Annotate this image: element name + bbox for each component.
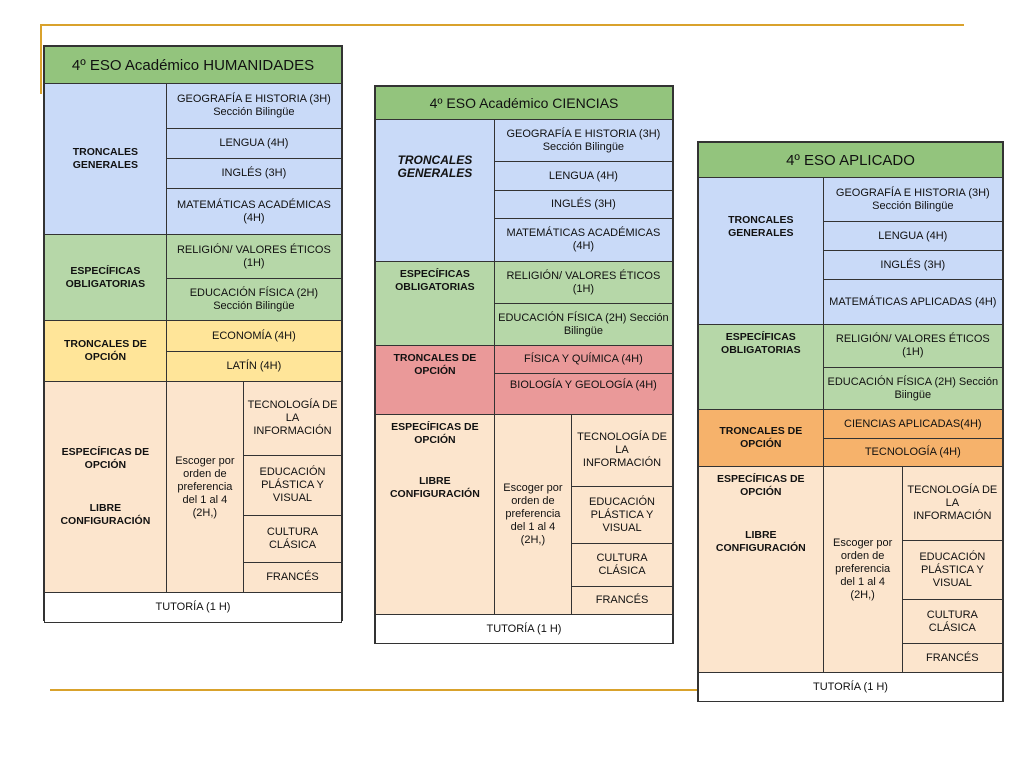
educacion-plastica-cell: EDUCACIÓN PLÁSTICA Y VISUAL [571, 486, 673, 544]
frances-cell: FRANCÉS [571, 586, 673, 615]
religion-cell: RELIGIÓN/ VALORES ÉTICOS (1H) [822, 324, 1004, 368]
opcion-1-cell: FÍSICA Y QUÍMICA (4H) [493, 345, 674, 374]
left-accent [40, 24, 42, 94]
geografia-cell: GEOGRAFÍA E HISTORIA (3H) Sección Biling… [165, 83, 343, 129]
especificas-opcion-text: ESPECÍFICAS DE OPCIÓN [717, 473, 805, 498]
cultura-clasica-cell: CULTURA CLÁSICA [571, 543, 673, 587]
lengua-cell: LENGUA (4H) [493, 161, 674, 191]
libre-configuracion-text: LIBRE CONFIGURACIÓN [389, 475, 480, 500]
escoger-cell: Escoger por orden de preferencia del 1 a… [165, 381, 244, 593]
matematicas-cell: MATEMÁTICAS APLICADAS (4H) [822, 279, 1004, 325]
troncales-opcion-label: TRONCALES DE OPCIÓN [44, 320, 167, 382]
panel-title: 4º ESO Académico HUMANIDADES [44, 46, 342, 84]
educacion-plastica-cell: EDUCACIÓN PLÁSTICA Y VISUAL [901, 540, 1004, 600]
troncales-generales-label: TRONCALES GENERALES [375, 119, 495, 262]
tecnologia-info-cell: TECNOLOGÍA DE LA INFORMACIÓN [571, 414, 673, 487]
religion-cell: RELIGIÓN/ VALORES ÉTICOS (1H) [493, 261, 674, 304]
matematicas-cell: MATEMÁTICAS ACADÉMICAS (4H) [493, 218, 674, 262]
opcion-2-cell: LATÍN (4H) [165, 351, 343, 382]
opcion-2-cell: TECNOLOGÍA (4H) [822, 438, 1004, 467]
frances-cell: FRANCÉS [242, 562, 343, 593]
libre-configuracion-text: LIBRE CONFIGURACIÓN [715, 529, 806, 554]
especificas-opcion-label: ESPECÍFICAS DE OPCIÓN LIBRE CONFIGURACIÓ… [44, 381, 167, 593]
troncales-opcion-label: TRONCALES DE OPCIÓN [375, 345, 495, 415]
troncales-opcion-label: TRONCALES DE OPCIÓN [698, 409, 824, 467]
panel-title: 4º ESO APLICADO [698, 142, 1003, 178]
cultura-clasica-cell: CULTURA CLÁSICA [901, 599, 1004, 644]
lengua-cell: LENGUA (4H) [165, 128, 343, 159]
tutoria-cell: TUTORÍA (1 H) [44, 592, 342, 623]
lengua-cell: LENGUA (4H) [822, 221, 1004, 251]
geografia-cell: GEOGRAFÍA E HISTORIA (3H) Sección Biling… [822, 177, 1004, 222]
tutoria-cell: TUTORÍA (1 H) [375, 614, 673, 644]
escoger-cell: Escoger por orden de preferencia del 1 a… [493, 414, 573, 615]
religion-cell: RELIGIÓN/ VALORES ÉTICOS (1H) [165, 234, 343, 279]
libre-configuracion-text: LIBRE CONFIGURACIÓN [60, 502, 151, 527]
panel-aplicado: 4º ESO APLICADO TRONCALES GENERALES GEOG… [697, 141, 1004, 702]
ingles-cell: INGLÉS (3H) [493, 190, 674, 219]
panel-title: 4º ESO Académico CIENCIAS [375, 86, 673, 120]
especificas-opcion-text: ESPECÍFICAS DE OPCIÓN [391, 421, 479, 446]
ingles-cell: INGLÉS (3H) [822, 250, 1004, 280]
educacion-fisica-cell: EDUCACIÓN FÍSICA (2H) Sección Bilingüe [493, 303, 674, 346]
especificas-opcion-label: ESPECÍFICAS DE OPCIÓN LIBRE CONFIGURACIÓ… [375, 414, 495, 615]
especificas-opcion-label: ESPECÍFICAS DE OPCIÓN LIBRE CONFIGURACIÓ… [698, 466, 824, 673]
educacion-fisica-cell: EDUCACIÓN FÍSICA (2H) Sección Biingüe [822, 367, 1004, 410]
especificas-obligatorias-label: ESPECÍFICAS OBLIGATORIAS [698, 324, 824, 410]
cultura-clasica-cell: CULTURA CLÁSICA [242, 515, 343, 563]
especificas-obligatorias-label: ESPECÍFICAS OBLIGATORIAS [375, 261, 495, 346]
opcion-1-cell: CIENCIAS APLICADAS(4H) [822, 409, 1004, 439]
educacion-plastica-cell: EDUCACIÓN PLÁSTICA Y VISUAL [242, 455, 343, 516]
especificas-obligatorias-label: ESPECÍFICAS OBLIGATORIAS [44, 234, 167, 321]
bottom-rule [50, 689, 972, 691]
educacion-fisica-cell: EDUCACIÓN FÍSICA (2H) Sección Bilingüe [165, 278, 343, 321]
especificas-opcion-text: ESPECÍFICAS DE OPCIÓN [61, 446, 150, 471]
matematicas-cell: MATEMÁTICAS ACADÉMICAS (4H) [165, 188, 343, 235]
escoger-cell: Escoger por orden de preferencia del 1 a… [822, 466, 903, 673]
geografia-cell: GEOGRAFÍA E HISTORIA (3H) Sección Biling… [493, 119, 674, 162]
tecnologia-info-cell: TECNOLOGÍA DE LA INFORMACIÓN [242, 381, 343, 456]
panel-humanidades: 4º ESO Académico HUMANIDADES TRONCALES G… [43, 45, 343, 623]
frances-cell: FRANCÉS [901, 643, 1004, 673]
panel-ciencias: 4º ESO Académico CIENCIAS TRONCALES GENE… [374, 85, 674, 644]
opcion-2-cell: BIOLOGÍA Y GEOLOGÍA (4H) [493, 373, 674, 415]
troncales-generales-label: TRONCALES GENERALES [698, 177, 824, 325]
ingles-cell: INGLÉS (3H) [165, 158, 343, 189]
top-rule [40, 24, 964, 26]
tecnologia-info-cell: TECNOLOGÍA DE LA INFORMACIÓN [901, 466, 1004, 541]
tutoria-cell: TUTORÍA (1 H) [698, 672, 1003, 702]
troncales-generales-label: TRONCALES GENERALES [44, 83, 167, 235]
opcion-1-cell: ECONOMÍA (4H) [165, 320, 343, 352]
